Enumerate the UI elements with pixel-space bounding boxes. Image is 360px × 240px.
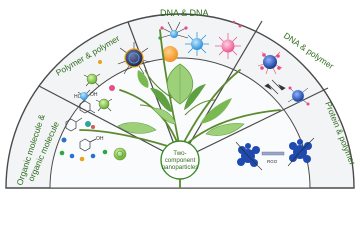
leaf-left-low (117, 122, 157, 134)
blue-nanoparticle (191, 38, 203, 50)
center-ring (160, 140, 200, 180)
dna-polymer-illustrations (257, 51, 310, 106)
leaf-left-mid (151, 107, 177, 125)
label-rgo: RGO (267, 159, 278, 164)
center-label-line1: Two- (173, 150, 186, 157)
center-label: Two- component nanoparticles (162, 150, 199, 171)
two-component-nanoparticles-diagram: Organic molecule & organic molecule Poly… (5, 8, 358, 189)
label-oh-2: OH (96, 136, 104, 142)
polymer-large-particle (117, 42, 151, 75)
orange-nanoparticle (162, 46, 178, 62)
leaf-small-left (137, 70, 149, 88)
label-ho: HO (74, 94, 82, 100)
organic-nanoparticle (113, 147, 127, 161)
center-label-line2: component (165, 157, 196, 164)
leaf-right-top (184, 84, 206, 110)
center-label-line3: nanoparticles (162, 164, 199, 171)
leaf-right-low (205, 123, 245, 136)
organic-molecule-illustrations: OH HO OH (59, 92, 127, 162)
label-dna-dna: DNA & DNA (160, 8, 209, 18)
polymer-illustrations (77, 42, 151, 112)
leaf-left-top (150, 88, 172, 112)
leaf-right-mid (200, 98, 232, 124)
protein-polymer-illustrations: RGO (235, 137, 315, 171)
pink-nanoparticle (221, 39, 235, 53)
tree-leaves (117, 63, 245, 136)
tree-illustration: Two- component nanoparticles (79, 29, 281, 189)
label-oh-1: OH (90, 92, 98, 98)
dna-dna-illustrations (158, 20, 242, 62)
